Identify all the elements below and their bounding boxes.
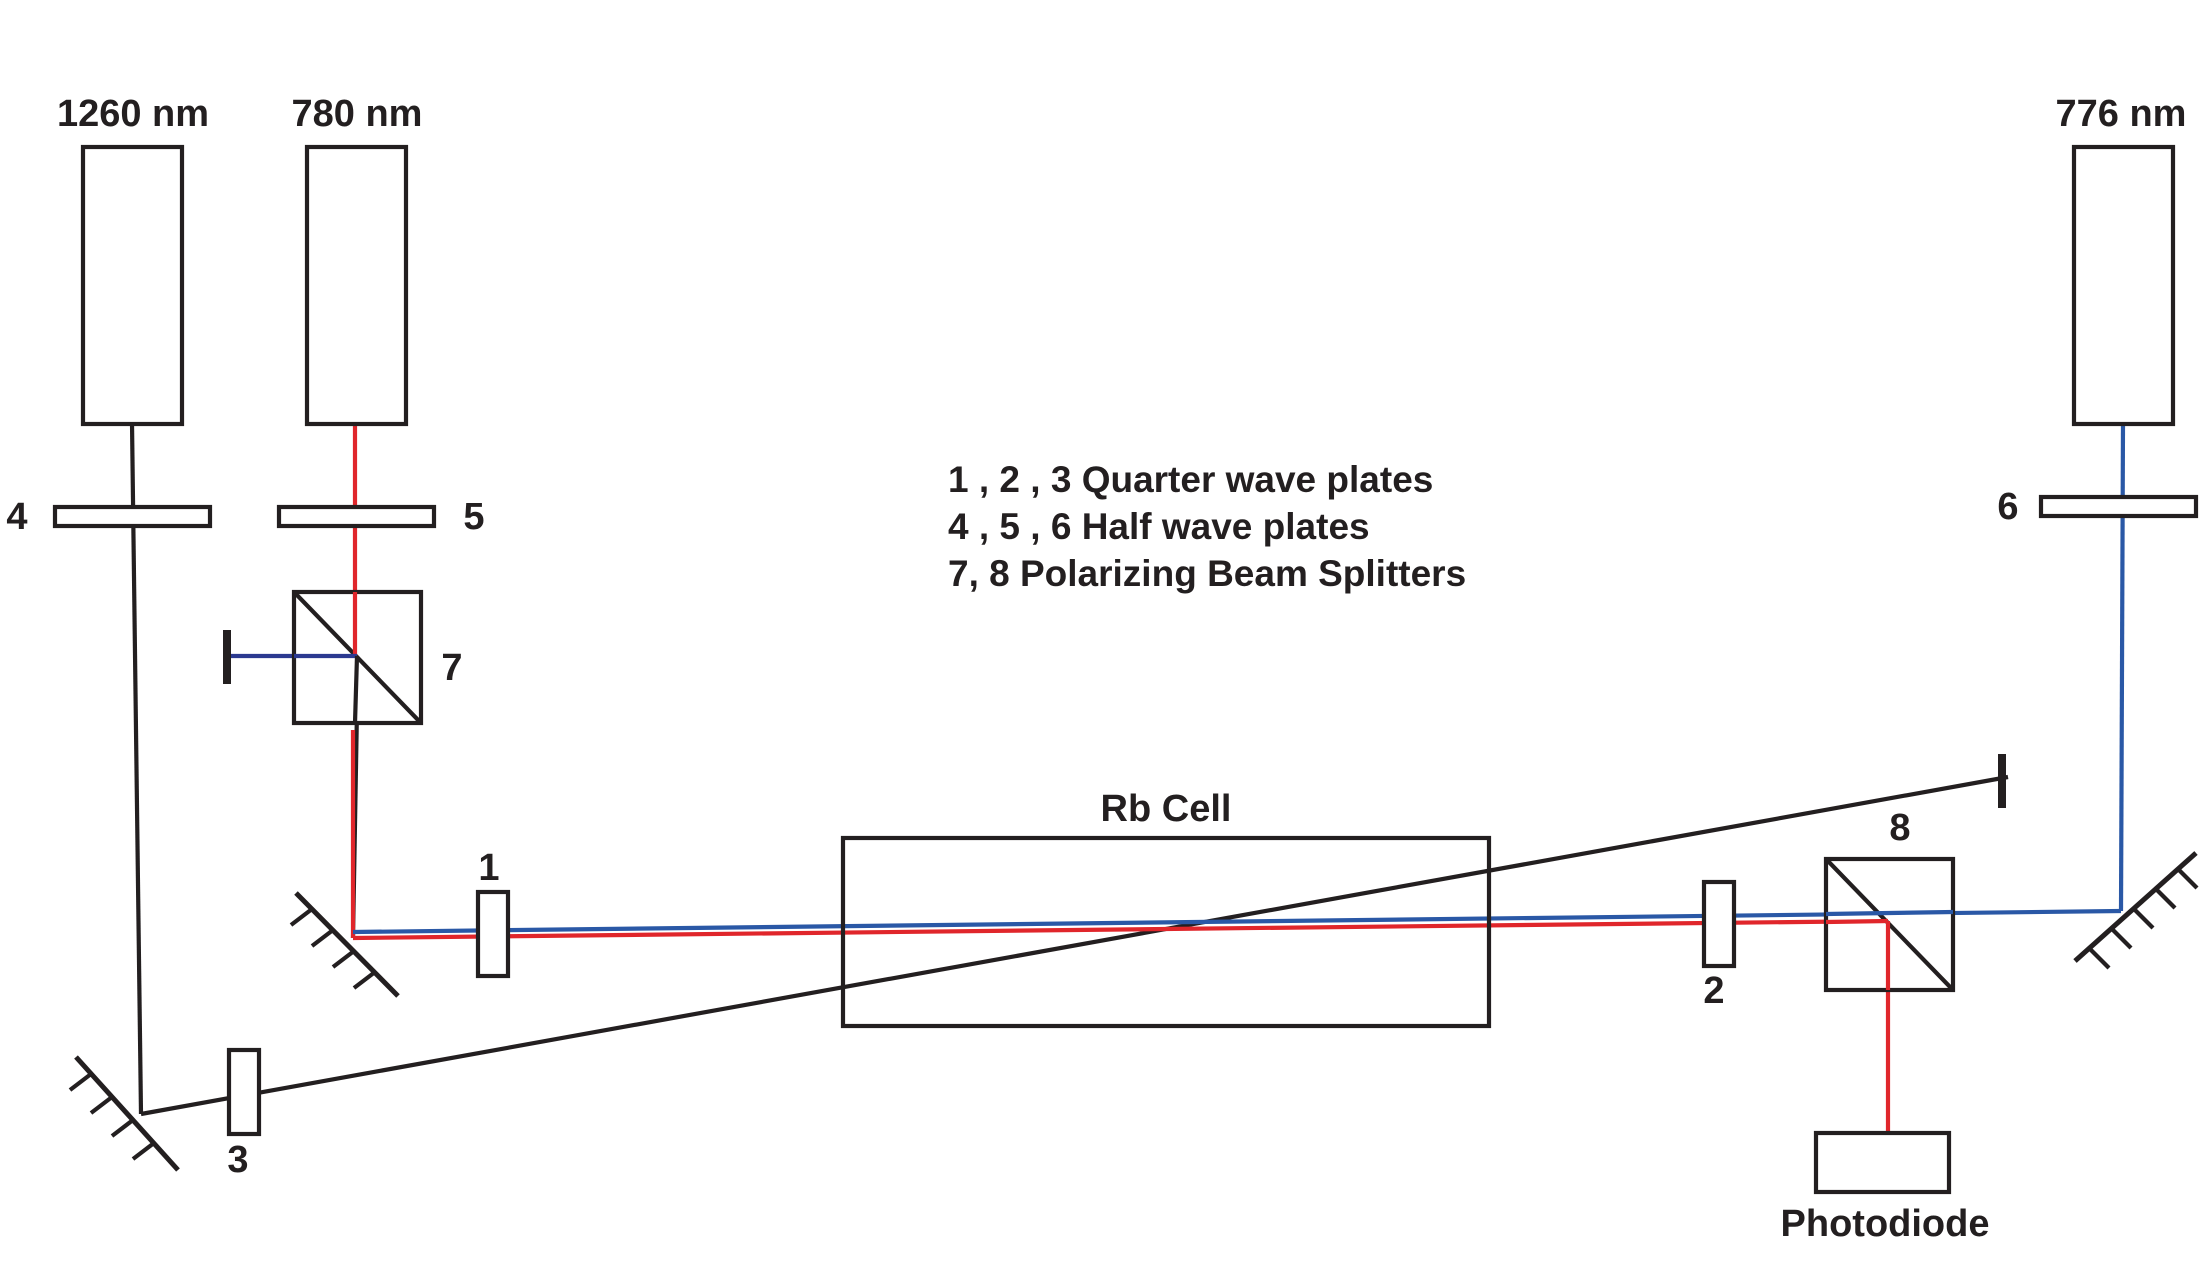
beam-780-main [352,918,1889,941]
half-wave-plate-5 [276,504,437,529]
photodiode-label: Photodiode [1781,1203,1990,1245]
label-qwp-3: 3 [227,1139,248,1181]
laser-780-label: 780 nm [292,93,423,135]
photodiode-box [1813,1130,1952,1195]
mirror-780 [289,891,400,998]
mirror-776 [2073,851,2199,970]
beam-1260-main [140,774,2009,1117]
beam-1260-vertical [129,422,144,1115]
half-wave-plate-6 [2038,494,2199,519]
rb-cell-label: Rb Cell [1101,788,1232,830]
label-pbs-7: 7 [441,647,462,689]
beam-780-into-pbs8 [1825,918,1889,925]
rb-cell [840,835,1492,1029]
label-qwp-1: 1 [478,847,499,889]
label-pbs-8: 8 [1889,807,1910,849]
label-hwp-4: 4 [6,496,27,538]
beam-780-pbs7-transmitted [352,655,360,724]
quarter-wave-plate-3 [226,1047,262,1137]
legend-half-wave: 4 , 5 , 6 Half wave plates [948,506,1370,547]
legend: 1 , 2 , 3 Quarter wave plates 4 , 5 , 6 … [948,459,1466,594]
label-hwp-6: 6 [1997,486,2018,528]
laser-1260-label: 1260 nm [57,93,209,135]
beam-776-into-pbs8 [1825,909,1954,917]
label-hwp-5: 5 [463,496,484,538]
laser-776-label: 776 nm [2056,93,2187,135]
label-qwp-2: 2 [1703,970,1724,1012]
laser-1260-box [80,144,185,427]
legend-beam-splitters: 7, 8 Polarizing Beam Splitters [948,553,1466,594]
laser-780-box [304,144,409,427]
mirror-1260 [68,1055,180,1172]
half-wave-plate-4 [52,504,213,529]
laser-776-box [2071,144,2176,427]
legend-quarter-wave: 1 , 2 , 3 Quarter wave plates [948,459,1433,500]
quarter-wave-plate-1 [475,889,511,979]
quarter-wave-plate-2 [1701,879,1737,969]
